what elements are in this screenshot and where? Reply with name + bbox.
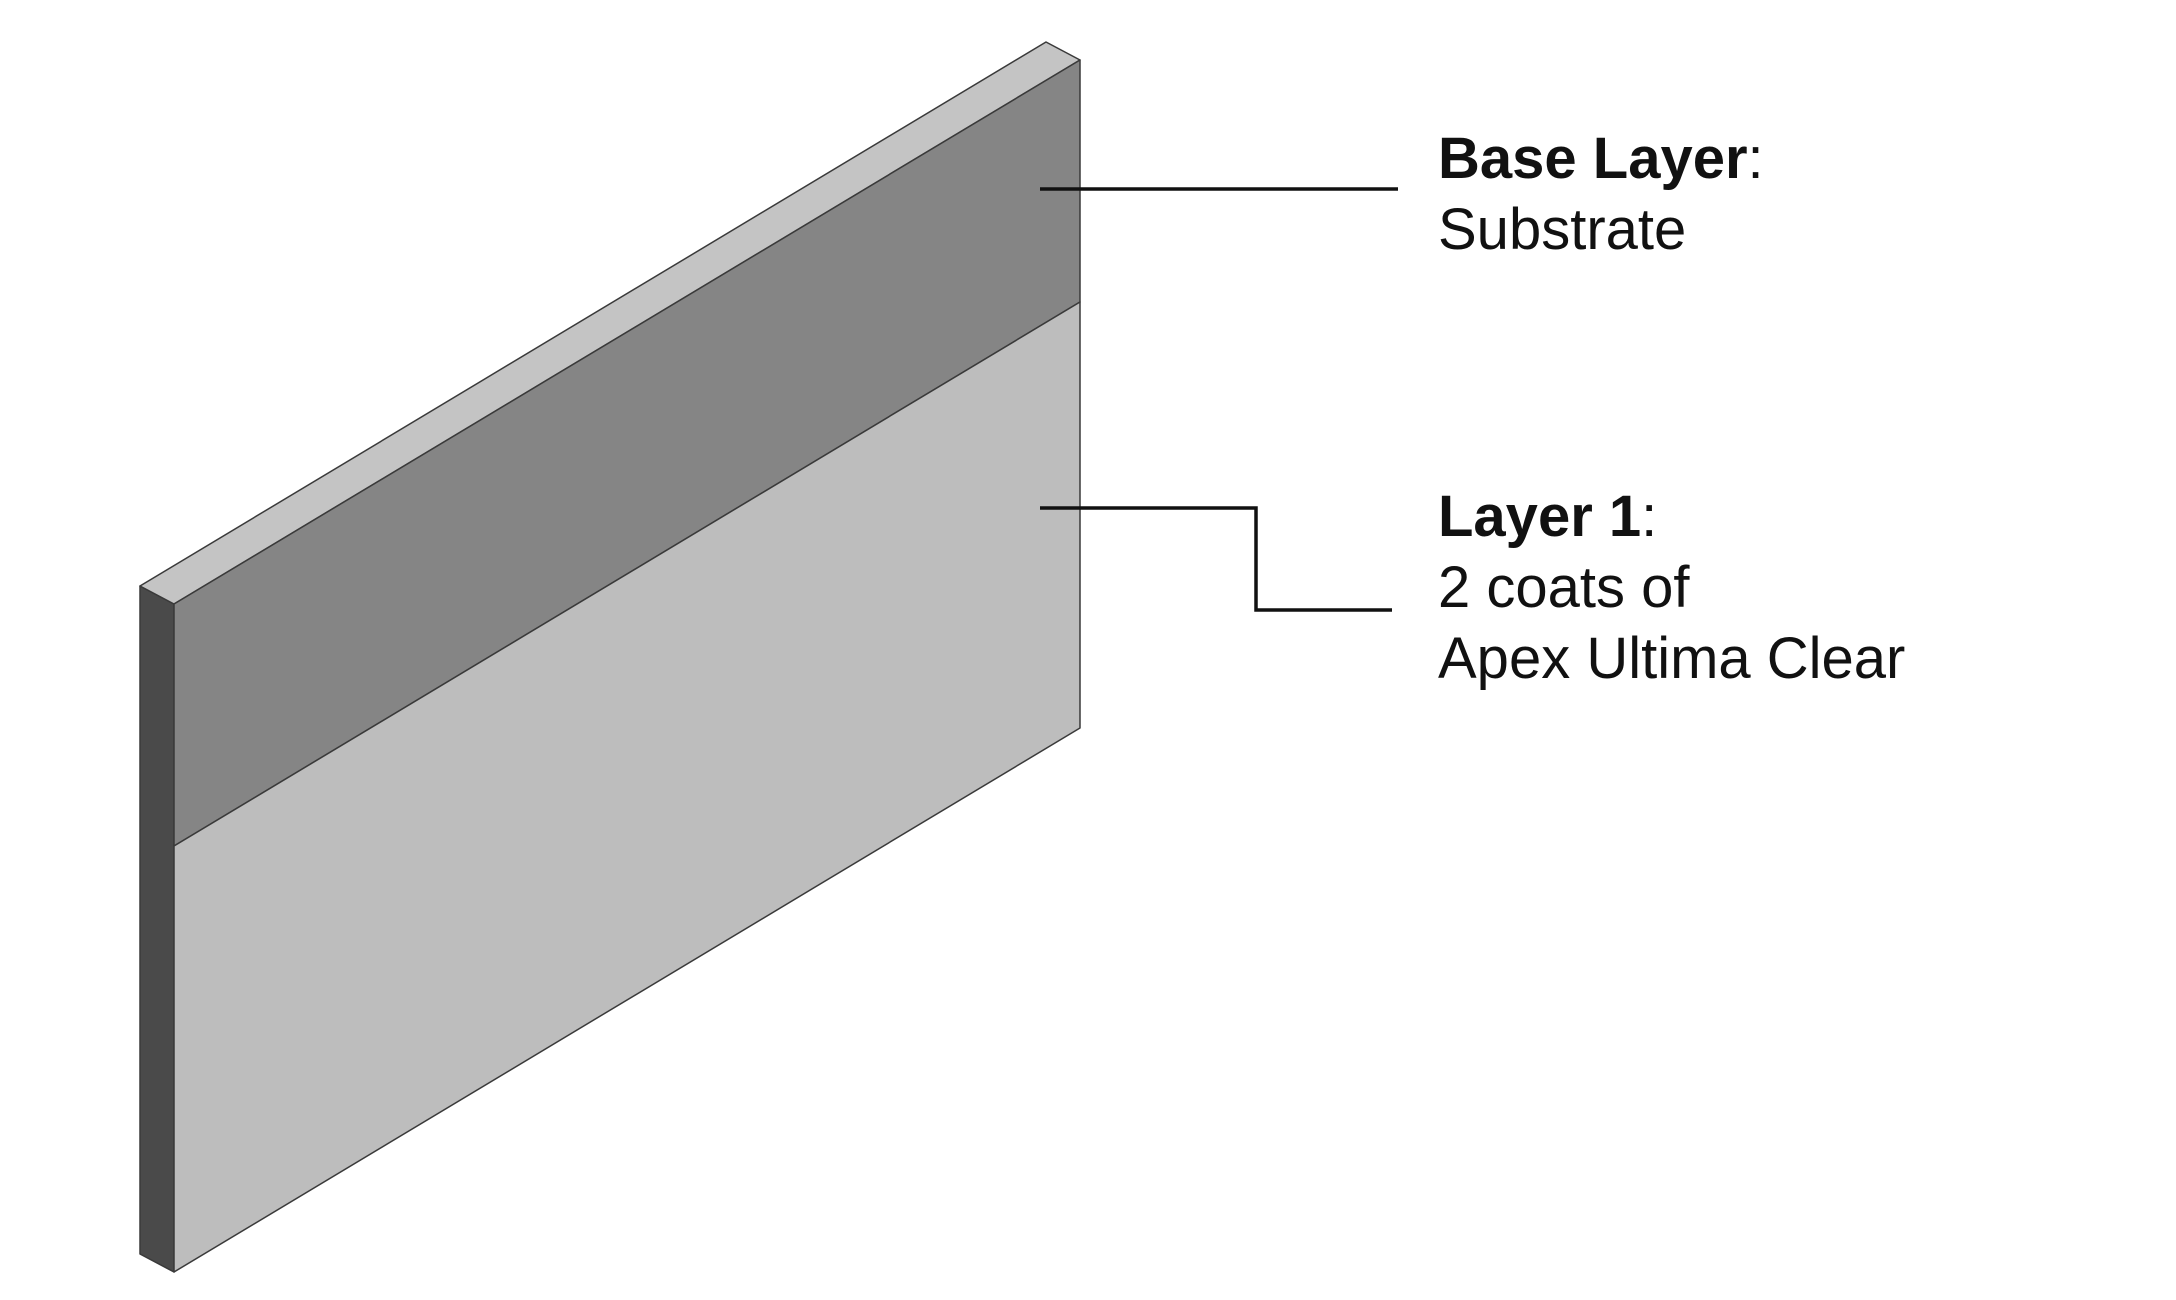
layer-1-callout: Layer 1: 2 coats of Apex Ultima Clear	[1438, 482, 1905, 694]
layer-1-description-line-2: Apex Ultima Clear	[1438, 625, 1906, 691]
layer-1-face	[173, 301, 1081, 1273]
base-layer-title: Base Layer:	[1438, 126, 1764, 191]
layer-1-title: Layer 1:	[1438, 484, 1658, 549]
layer-1-leader-line	[1040, 506, 1392, 612]
layer-1-description-line-1: 2 coats of	[1438, 554, 1690, 620]
base-layer-description: Substrate	[1438, 196, 1687, 262]
base-layer-callout: Base Layer: Substrate	[1438, 124, 1764, 266]
panel-side-edge	[139, 585, 175, 1273]
